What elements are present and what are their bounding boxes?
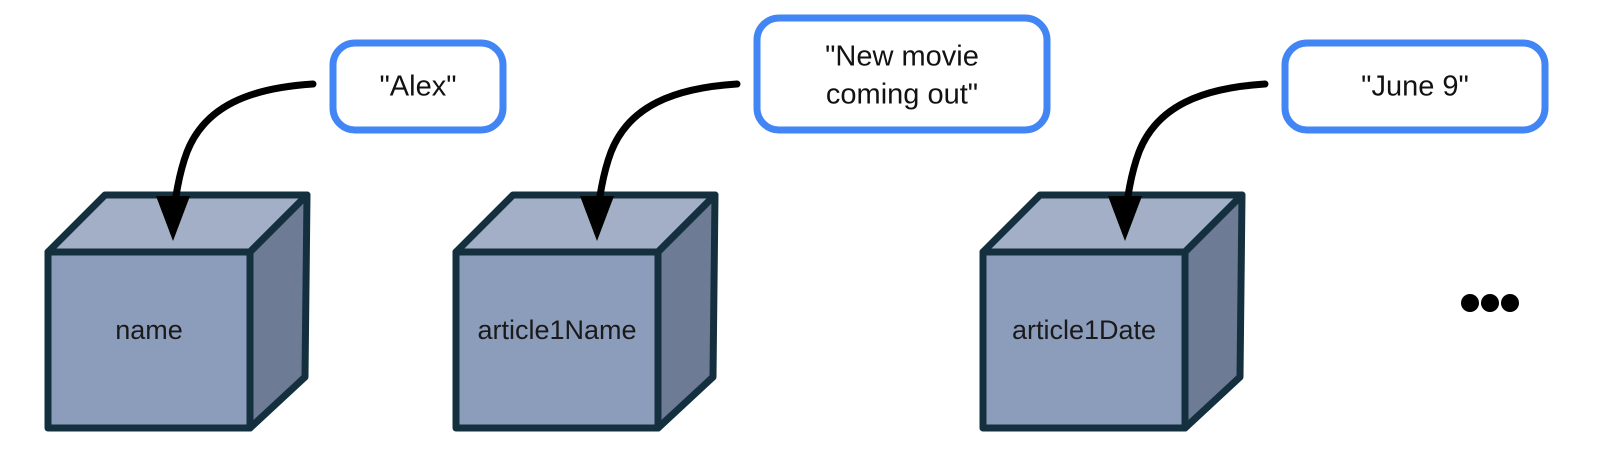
arrow-to-article1date-cube — [1108, 80, 1269, 241]
ellipsis-more-properties — [1461, 294, 1519, 312]
cube-label: article1Name — [477, 315, 636, 345]
callout-line: coming out" — [826, 79, 978, 111]
cube-article1date[interactable]: article1Date — [979, 191, 1246, 432]
callout-line: "Alex" — [379, 71, 456, 103]
callout-line: "New movie — [825, 41, 979, 73]
ellipsis-dot — [1501, 294, 1519, 312]
cube-label: name — [115, 315, 183, 345]
cube-article1name[interactable]: article1Name — [452, 191, 719, 432]
arrow-to-article1name-cube — [580, 80, 741, 241]
cube-front-face — [979, 248, 1189, 432]
arrow-to-name-cube — [156, 80, 317, 241]
arrow-head — [156, 196, 190, 241]
callout-box — [1281, 39, 1549, 134]
callout-box — [329, 39, 507, 134]
cube-front-face — [452, 248, 662, 432]
ellipsis-dot — [1461, 294, 1479, 312]
callout-line: "June 9" — [1361, 71, 1469, 103]
callout-box — [753, 14, 1051, 134]
callout-new-movie[interactable]: "New movie coming out" — [753, 14, 1051, 134]
callout-june-9[interactable]: "June 9" — [1281, 39, 1549, 134]
ellipsis-dot — [1481, 294, 1499, 312]
arrow-head — [580, 196, 614, 241]
callout-alex[interactable]: "Alex" — [329, 39, 507, 134]
cube-front-face — [44, 248, 254, 432]
cube-label: article1Date — [1012, 315, 1156, 345]
arrow-head — [1108, 196, 1142, 241]
cube-name[interactable]: name — [44, 191, 311, 432]
